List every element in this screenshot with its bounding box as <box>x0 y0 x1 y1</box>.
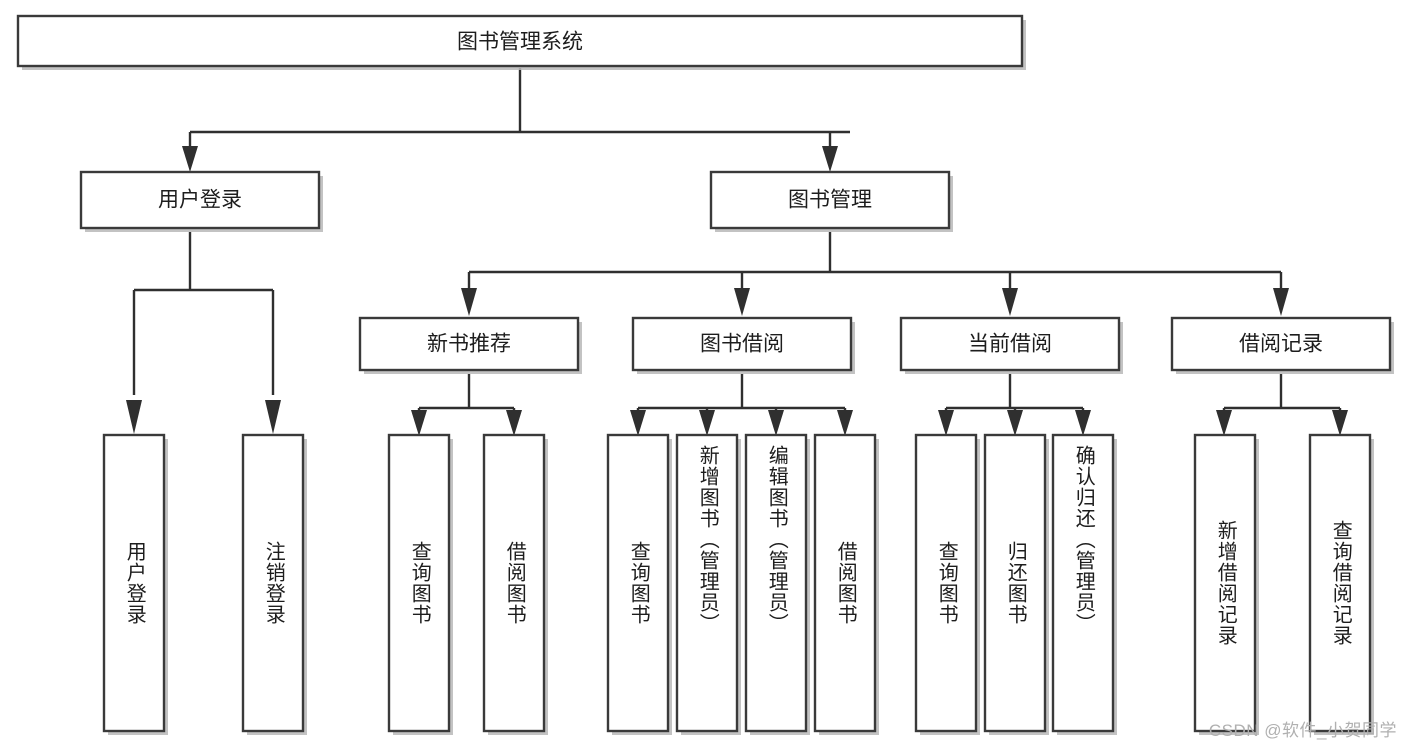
node-current-borrow[interactable]: 当前借阅 <box>899 316 1123 374</box>
node-new-book-recommend-label: 新书推荐 <box>427 333 511 356</box>
leaf-box-return-book[interactable] <box>983 433 1049 735</box>
connector-root-to-level2 <box>182 68 850 172</box>
csdn-watermark: CSDN @软件_小贺同学 <box>1208 721 1397 740</box>
leaf-box-borrow-book-2[interactable] <box>813 433 879 735</box>
connector-bookmanage-to-level3 <box>461 232 1289 316</box>
connector-bookborrow-to-leaves <box>630 374 853 436</box>
node-user-login[interactable]: 用户登录 <box>79 170 323 232</box>
node-user-login-label: 用户登录 <box>158 189 242 212</box>
leaf-box-confirm-return-admin[interactable] <box>1051 433 1117 735</box>
leaf-box-query-book-1[interactable] <box>387 433 453 735</box>
node-book-borrow-label: 图书借阅 <box>700 333 784 356</box>
node-borrow-record[interactable]: 借阅记录 <box>1170 316 1394 374</box>
leaf-box-borrow-book-1[interactable] <box>482 433 548 735</box>
connector-currentborrow-to-leaves <box>938 374 1091 436</box>
node-book-borrow[interactable]: 图书借阅 <box>631 316 855 374</box>
node-root-label: 图书管理系统 <box>457 31 583 54</box>
leaf-box-edit-book-admin[interactable] <box>744 433 810 735</box>
node-borrow-record-label: 借阅记录 <box>1239 333 1323 356</box>
node-root[interactable]: 图书管理系统 <box>16 14 1026 70</box>
leaf-box-query-book-3[interactable] <box>914 433 980 735</box>
leaf-box-query-book-2[interactable] <box>606 433 672 735</box>
leaf-box-add-borrow-record[interactable] <box>1193 433 1259 735</box>
node-new-book-recommend[interactable]: 新书推荐 <box>358 316 582 374</box>
node-book-manage-label: 图书管理 <box>788 189 872 212</box>
node-book-manage[interactable]: 图书管理 <box>709 170 953 232</box>
leaf-box-logout-login[interactable] <box>241 433 307 735</box>
connector-newbook-to-leaves <box>411 374 522 436</box>
leaf-box-user-login[interactable] <box>102 433 168 735</box>
connector-borrowrecord-to-leaves <box>1216 374 1348 436</box>
leaf-box-add-book-admin[interactable] <box>675 433 741 735</box>
node-current-borrow-label: 当前借阅 <box>968 333 1052 356</box>
leaf-box-query-borrow-record[interactable] <box>1308 433 1374 735</box>
connector-userlogin-to-leaves <box>126 232 281 434</box>
